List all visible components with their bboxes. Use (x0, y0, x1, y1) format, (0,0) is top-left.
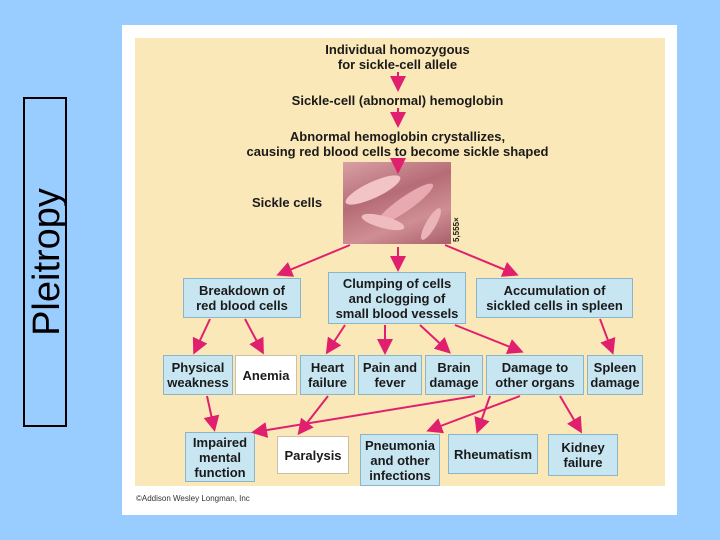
box-paralysis: Paralysis (277, 436, 349, 474)
arrow-13 (599, 318, 616, 355)
box-breakdown: Breakdown of red blood cells (183, 278, 301, 318)
arrow-15 (297, 395, 329, 436)
crystallizes-label: Abnormal hemoglobin crystallizes, causin… (246, 129, 549, 159)
arrow-18 (426, 395, 521, 434)
box-anemia: Anemia (235, 355, 297, 395)
box-impaired-mental: Impaired mental function (185, 432, 255, 482)
box-pneumonia: Pneumonia and other infections (360, 434, 440, 486)
arrow-9 (325, 324, 346, 355)
arrow-6 (444, 244, 519, 277)
arrow-7 (192, 318, 211, 355)
box-clumping: Clumping of cells and clogging of small … (328, 272, 466, 324)
box-physical-weakness: Physical weakness (163, 355, 233, 395)
sickle-cell-micrograph (343, 162, 451, 244)
homozygous-label: Individual homozygous for sickle-cell al… (325, 42, 470, 72)
box-rheumatism: Rheumatism (448, 434, 538, 474)
sickle-cells-label: Sickle cells (252, 195, 323, 210)
box-accumulation: Accumulation of sickled cells in spleen (476, 278, 633, 318)
box-pain-fever: Pain and fever (358, 355, 422, 395)
arrow-12 (454, 324, 524, 354)
arrow-19 (559, 395, 583, 434)
box-heart-failure: Heart failure (300, 355, 355, 395)
abnormal-hemoglobin-label: Sickle-cell (abnormal) hemoglobin (291, 93, 504, 108)
box-damage-other-organs: Damage to other organs (486, 355, 584, 395)
arrow-8 (244, 318, 264, 355)
box-brain-damage: Brain damage (425, 355, 483, 395)
copyright-credit: ©Addison Wesley Longman, Inc (136, 494, 250, 503)
arrow-11 (419, 324, 451, 354)
arrow-4 (276, 244, 351, 277)
arrow-16 (251, 395, 476, 438)
box-spleen-damage: Spleen damage (587, 355, 643, 395)
box-kidney-failure: Kidney failure (548, 434, 618, 476)
arrow-17 (474, 395, 491, 434)
arrow-14 (203, 395, 220, 432)
